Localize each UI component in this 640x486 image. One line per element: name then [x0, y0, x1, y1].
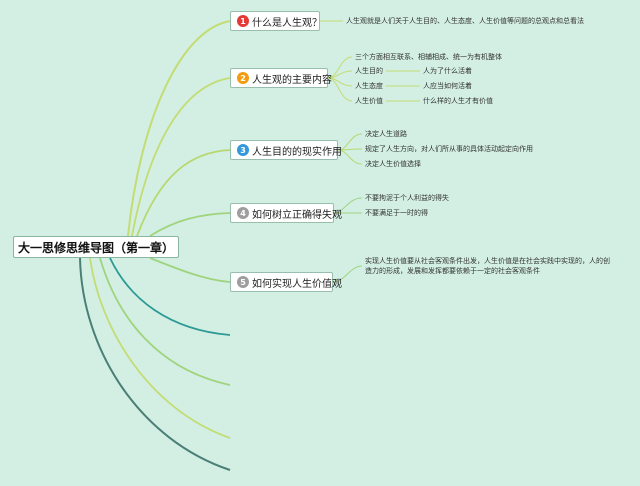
topic-label: 如何树立正确得失观 [252, 209, 342, 221]
leaf-text[interactable]: 决定人生价值选择 [365, 160, 421, 168]
link-root-topic-2 [131, 77, 231, 237]
number-badge-1: 1 [237, 15, 249, 27]
number-badge-4: 4 [237, 207, 249, 219]
link-t4-leaves [333, 197, 363, 214]
branch-empty-1 [109, 257, 231, 336]
branch-empty-3 [89, 257, 231, 439]
leaf-text[interactable]: 实现人生价值要从社会客观条件出发，人生价值是在社会实践中实现的，人的创造力的形成… [365, 257, 610, 275]
leaf-text[interactable]: 人生态度 [355, 82, 383, 90]
leaf-text[interactable]: 不要满足于一时的得 [365, 209, 428, 217]
leaf-text[interactable]: 人生价值 [355, 97, 383, 105]
leaf-text[interactable]: 三个方面相互联系、相辅相成、统一为有机整体 [355, 53, 502, 61]
branch-empty-4 [79, 257, 231, 471]
link-root-topic-3 [136, 149, 231, 237]
leaf-text[interactable]: 人生观就是人们关于人生目的、人生态度、人生价值等问题的总观点和总看法 [346, 17, 584, 25]
link-t5-leaves [332, 265, 363, 283]
branch-empty-2 [99, 257, 231, 386]
number-badge-3: 3 [237, 144, 249, 156]
leaf-text[interactable]: 不要拘泥于个人利益的得失 [365, 194, 449, 202]
topic-realize-life-value[interactable]: 5 如何实现人生价值观 [230, 272, 342, 292]
leaf-text[interactable]: 人生目的 [355, 67, 383, 75]
link-root-topic-5 [149, 257, 231, 283]
leaf-subtext[interactable]: 什么样的人生才有价值 [423, 97, 493, 105]
topic-purpose-effect[interactable]: 3 人生目的的现实作用 [230, 140, 342, 160]
link-t3-leaves [337, 133, 363, 165]
topic-main-content[interactable]: 2 人生观的主要内容 [230, 68, 332, 88]
leaf-text[interactable]: 决定人生道路 [365, 130, 407, 138]
topic-gain-loss-view[interactable]: 4 如何树立正确得失观 [230, 203, 342, 223]
leaf-subtext[interactable]: 人应当如何活着 [423, 82, 472, 90]
link-t2-leaves [327, 56, 353, 102]
topic-label: 人生观的主要内容 [252, 74, 332, 86]
topic-what-is-life-view[interactable]: 1 什么是人生观？ [230, 11, 322, 31]
root-topic[interactable]: 大一思修思维导图（第一章） [13, 236, 179, 258]
number-badge-2: 2 [237, 72, 249, 84]
leaf-subtext[interactable]: 人为了什么活着 [423, 67, 472, 75]
number-badge-5: 5 [237, 276, 249, 288]
topic-label: 人生目的的现实作用 [252, 146, 342, 158]
topic-label: 什么是人生观？ [252, 17, 322, 29]
link-root-topic-4 [149, 212, 231, 237]
leaf-text[interactable]: 规定了人生方向，对人们所从事的具体活动起定向作用 [365, 145, 533, 153]
topic-label: 如何实现人生价值观 [252, 278, 342, 290]
link-root-topic-1 [127, 20, 231, 237]
